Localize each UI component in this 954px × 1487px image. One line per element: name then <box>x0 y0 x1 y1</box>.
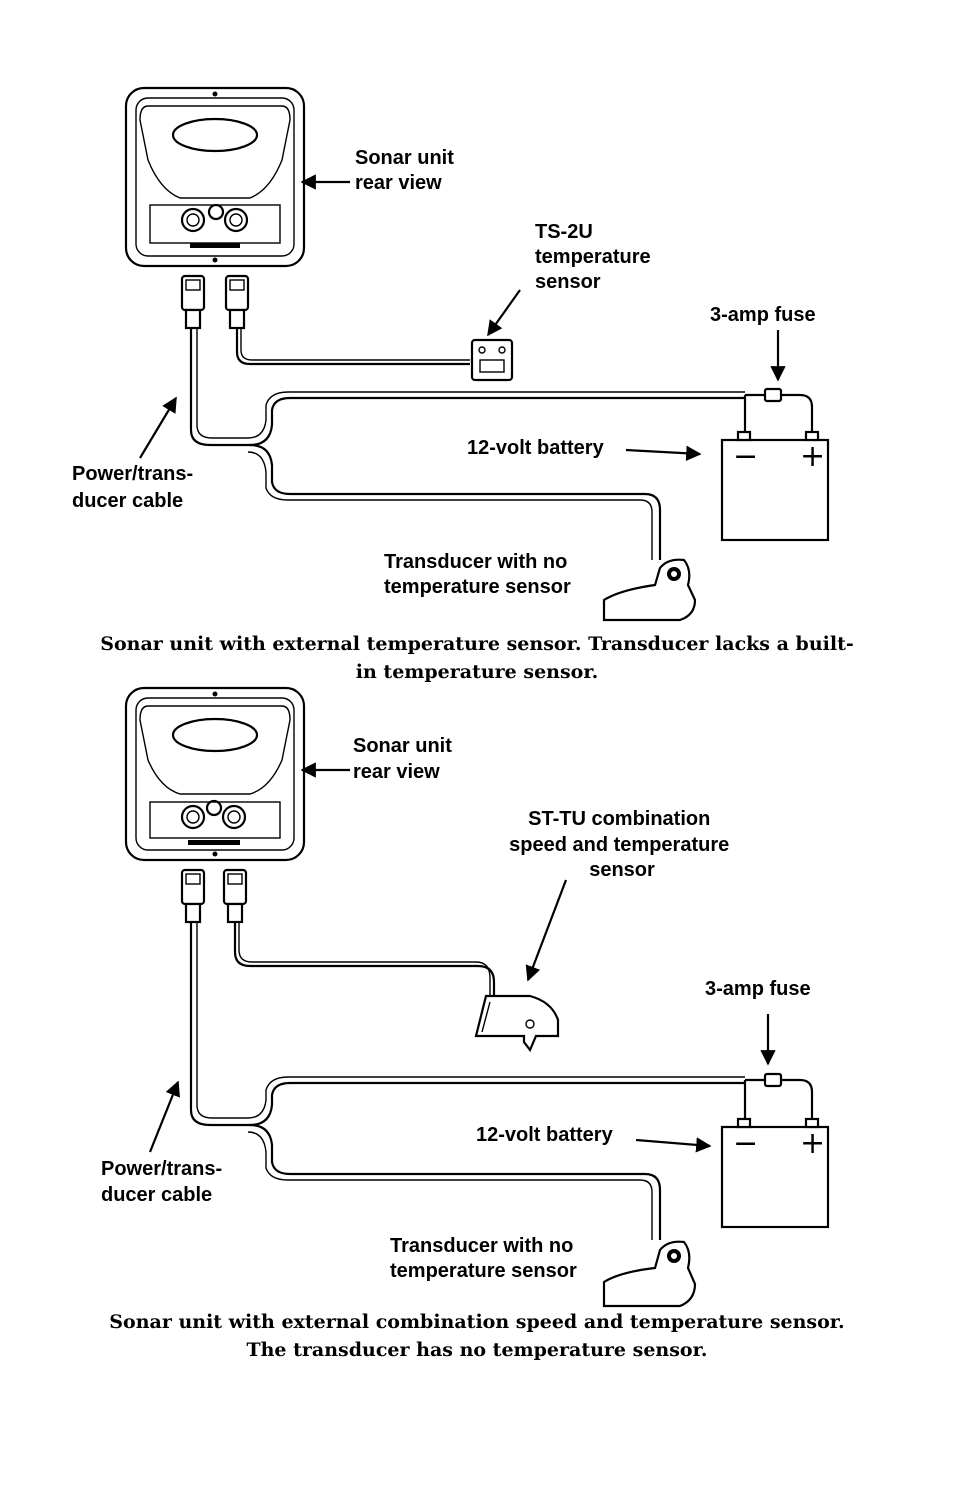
connector-plugs <box>180 274 250 330</box>
ts-2u-label: TS-2U temperature sensor <box>535 221 656 293</box>
transducer-2-graphic: Transducer with no temperature sensor <box>390 1235 697 1308</box>
battery-arrow <box>625 445 702 461</box>
cable-label: Power/trans- ducer cable <box>101 1158 228 1206</box>
temp-sensor-arrow <box>487 289 521 337</box>
fuse-3-amp <box>763 1072 783 1088</box>
fuse-3-amp <box>763 387 783 403</box>
speed-sensor-cable <box>233 922 496 998</box>
cable-arrow <box>139 396 177 459</box>
connector-plugs <box>180 868 248 924</box>
power-transducer-cable <box>189 328 745 560</box>
transducer <box>602 1240 697 1308</box>
st-tu-speed-temperature-sensor <box>474 994 560 1053</box>
cable-arrow <box>148 1080 181 1153</box>
transducer-label: Transducer with no temperature sensor <box>390 1235 579 1282</box>
speed-sensor-arrow <box>525 879 568 982</box>
sonar-unit-label: Sonar unit rear view <box>355 147 459 194</box>
battery-plus-sign: + <box>800 439 825 474</box>
sonar-unit-rear-view <box>124 86 306 268</box>
st-tu-label: ST-TU combination speed and temperature … <box>509 808 735 881</box>
battery-minus-sign: − <box>733 1126 758 1161</box>
fuse-label: 3-amp fuse <box>710 304 816 326</box>
transducer-label: Transducer with no temperature sensor <box>384 551 573 598</box>
sonar-unit-label: Sonar unit rear view <box>353 735 457 783</box>
diagram-1-caption: Sonar unit with external temperature sen… <box>100 633 854 683</box>
power-transducer-cable <box>189 922 745 1240</box>
wiring-diagram-1: − + Sonar unit rear view TS-2U temperatu… <box>72 86 830 622</box>
battery-12-volt: − + <box>720 1117 830 1229</box>
battery-label: 12-volt battery <box>476 1124 614 1146</box>
battery-arrow <box>635 1137 712 1153</box>
sonar-unit-rear-view <box>124 686 306 862</box>
battery-minus-sign: − <box>733 439 758 474</box>
battery-plus-sign: + <box>800 1126 825 1161</box>
battery-label: 12-volt battery <box>467 437 605 459</box>
ts-2u-temperature-sensor <box>470 338 514 382</box>
fuse-and-leads <box>743 1072 814 1125</box>
fuse-and-leads <box>743 387 814 440</box>
fuse-label: 3-amp fuse <box>705 978 811 1000</box>
temp-sensor-cable <box>235 328 470 366</box>
battery-12-volt: − + <box>720 430 830 542</box>
wiring-diagram-2: − + Sonar unit rear view ST-TU combinati… <box>101 686 830 1240</box>
transducer <box>602 558 697 622</box>
cable-label: Power/trans- ducer cable <box>72 463 199 512</box>
diagram-2-caption: Sonar unit with external combination spe… <box>109 1311 845 1361</box>
